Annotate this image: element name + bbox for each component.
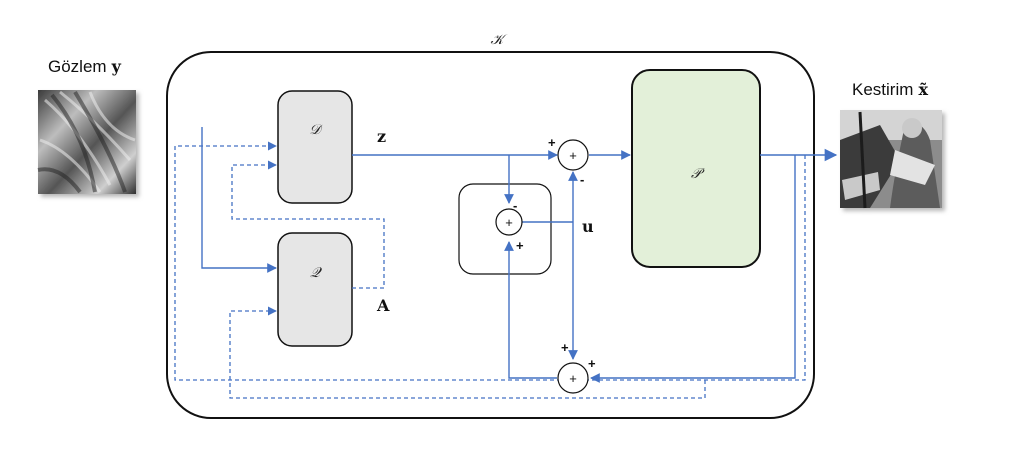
dashed-feedback-lines: [174, 141, 806, 399]
summer-top: +: [557, 139, 589, 171]
signal-u-label: u: [582, 217, 594, 236]
outer-block-k: [166, 51, 815, 419]
signal-lines: [201, 127, 838, 383]
inner-block: [458, 183, 552, 275]
sign-bottom-right: +: [588, 356, 596, 371]
svg-text:+: +: [569, 371, 577, 386]
estimate-label: Kestirim x̃: [852, 80, 929, 99]
signal-z-label: z: [377, 127, 386, 146]
block-d: [277, 90, 353, 204]
block-q: [277, 232, 353, 347]
block-q-label: 𝒬: [310, 265, 322, 281]
sign-top-bottom: -: [580, 172, 584, 187]
sign-top-left: +: [548, 135, 556, 150]
outer-block-k-label: 𝒦: [490, 32, 508, 48]
svg-text:+: +: [569, 148, 577, 163]
signal-a-label: A: [376, 296, 390, 315]
sign-middle-top: -: [513, 198, 517, 213]
observation-image: [37, 90, 136, 194]
block-p: [631, 69, 761, 268]
sign-bottom-top: +: [561, 340, 569, 355]
svg-text:+: +: [505, 215, 513, 230]
block-d-label: 𝒟: [309, 122, 323, 138]
observation-label: Gözlem y: [48, 57, 122, 76]
sign-middle-bottom: +: [516, 238, 524, 253]
summer-middle: +: [495, 208, 523, 236]
summer-bottom: +: [557, 362, 589, 394]
estimate-image: [840, 110, 942, 209]
